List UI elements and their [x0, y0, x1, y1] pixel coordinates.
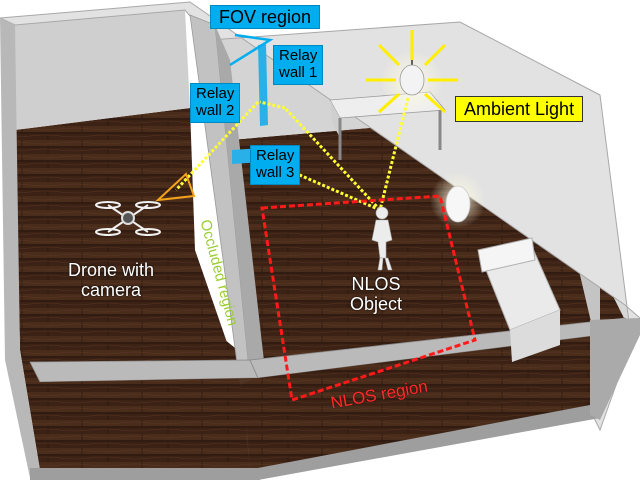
- relay-wall-1-line-1: Relay: [279, 47, 318, 64]
- relay-wall-2-label: Relay wall 2: [190, 83, 241, 123]
- front-base-right: [258, 405, 600, 480]
- sofa-icon: [477, 237, 561, 362]
- front-wall-bottom: [40, 378, 258, 480]
- right-post: [590, 318, 640, 420]
- nlos-region-boundary: [260, 194, 477, 402]
- floor-lamp-icon: [430, 172, 486, 228]
- relay-wall-1-label: Relay wall 1: [273, 45, 324, 85]
- relay-wall-3-line-2: wall 3: [256, 163, 295, 181]
- relay-wall-1-strip: [258, 44, 268, 126]
- relay-wall-3-line-1: Relay: [256, 147, 295, 164]
- relay-wall-3-label: Relay wall 3: [250, 145, 301, 185]
- drone-label-line-2: camera: [81, 280, 142, 301]
- fov-connector: [229, 33, 274, 67]
- left-outer-wall: [0, 18, 40, 478]
- nlos-object-label-line-1: NLOS: [351, 274, 401, 294]
- nlos-object-label: NLOS Object: [350, 274, 402, 314]
- nlos-object-label-line-2: Object: [350, 294, 403, 315]
- front-base-left: [30, 468, 260, 480]
- relay-wall-2-line-1: Relay: [196, 85, 235, 102]
- person-figure-icon: [371, 206, 393, 271]
- camera-cone-icon: [155, 172, 196, 202]
- relay-wall-2-line-2: wall 2: [196, 101, 235, 119]
- drone-label: Drone with camera: [68, 260, 154, 300]
- back-wall-left: [15, 10, 190, 130]
- ceiling-lamp-icon: [366, 30, 458, 114]
- drone-label-line-1: Drone with: [68, 260, 155, 280]
- drone-icon: [95, 201, 161, 236]
- ambient-light-label: Ambient Light: [455, 96, 584, 123]
- front-wall-bottom-right: [258, 330, 640, 478]
- relay-wall-1-line-2: wall 1: [279, 63, 318, 81]
- fov-region-label: FOV region: [210, 5, 321, 30]
